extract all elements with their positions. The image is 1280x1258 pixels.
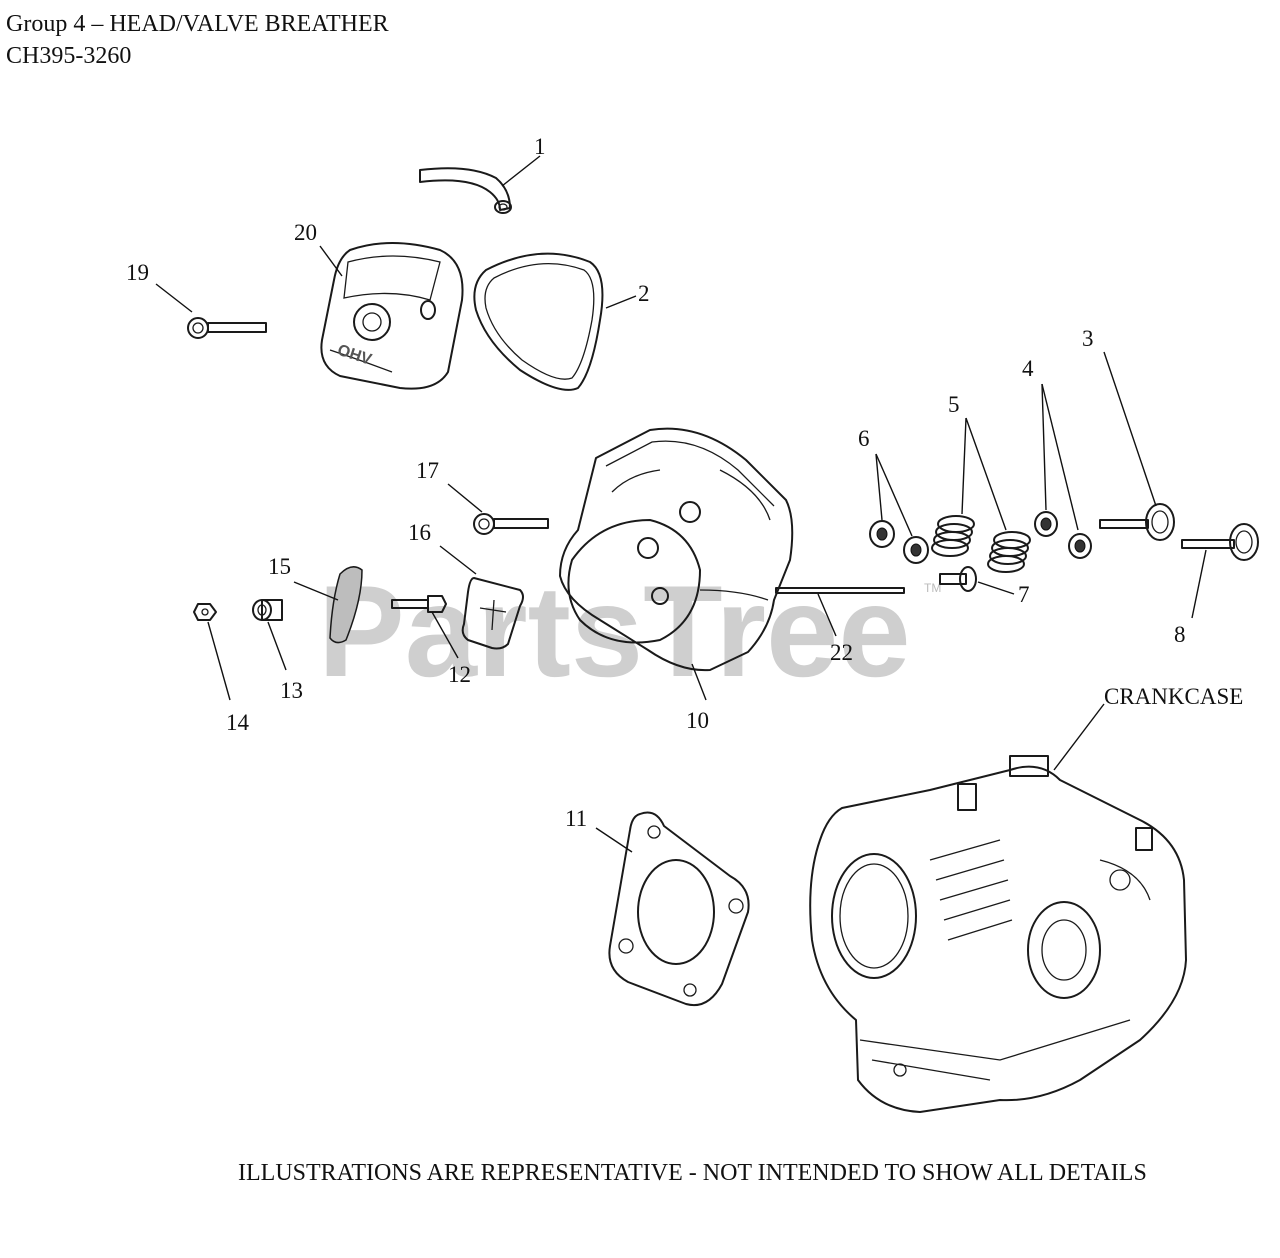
- callout-17[interactable]: 17: [416, 458, 439, 483]
- part-6-valve-caps[interactable]: [869, 520, 929, 564]
- callout-10[interactable]: 10: [686, 708, 709, 733]
- callout-12[interactable]: 12: [448, 662, 471, 687]
- callout-crankcase[interactable]: CRANKCASE: [1104, 684, 1243, 709]
- callout-13[interactable]: 13: [280, 678, 303, 703]
- part-20-rocker-cover[interactable]: OHV: [320, 242, 464, 390]
- callout-4[interactable]: 4: [1022, 356, 1034, 381]
- group-title: Group 4 – HEAD/VALVE BREATHER: [6, 11, 389, 37]
- part-16-guide-plate[interactable]: [461, 577, 524, 650]
- callout-labels: 1 2 3 4 5 6 7 8 10 11 12 13 14 15 16 17 …: [126, 134, 1243, 831]
- callout-19[interactable]: 19: [126, 260, 149, 285]
- part-10-cylinder-head[interactable]: [559, 427, 794, 672]
- cover-ohv-logo: OHV: [335, 342, 374, 369]
- callout-15[interactable]: 15: [268, 554, 291, 579]
- callout-5[interactable]: 5: [948, 392, 960, 417]
- callout-8[interactable]: 8: [1174, 622, 1186, 647]
- part-3-intake-valve[interactable]: [1099, 503, 1175, 541]
- callout-3[interactable]: 3: [1082, 326, 1094, 351]
- part-12-rocker-stud[interactable]: [391, 595, 447, 613]
- callout-7[interactable]: 7: [1018, 582, 1030, 607]
- part-8-exhaust-valve[interactable]: [1181, 523, 1259, 561]
- part-17-stud[interactable]: [473, 513, 549, 535]
- callout-14[interactable]: 14: [226, 710, 250, 735]
- part-22-push-rod[interactable]: [775, 587, 905, 594]
- callout-20[interactable]: 20: [294, 220, 317, 245]
- callout-6[interactable]: 6: [858, 426, 870, 451]
- part-5-valve-springs[interactable]: [931, 515, 1031, 573]
- part-15-rocker-arm[interactable]: [329, 566, 363, 644]
- watermark-tm: TM: [924, 581, 941, 595]
- leader-lines: [155, 155, 1207, 853]
- callout-2[interactable]: 2: [638, 281, 650, 306]
- callout-22[interactable]: 22: [830, 640, 853, 665]
- part-13-pivot[interactable]: [252, 599, 283, 621]
- crankcase[interactable]: [809, 755, 1187, 1113]
- part-7-tappet[interactable]: [939, 566, 977, 592]
- footer-disclaimer: ILLUSTRATIONS ARE REPRESENTATIVE - NOT I…: [238, 1160, 1147, 1186]
- callout-11[interactable]: 11: [565, 806, 587, 831]
- part-1-breather-hose[interactable]: [419, 167, 512, 214]
- part-4-spring-retainers[interactable]: [1034, 511, 1092, 559]
- part-11-head-gasket[interactable]: [608, 811, 750, 1006]
- diagram-header: Group 4 – HEAD/VALVE BREATHER CH395-3260: [6, 8, 389, 72]
- callout-16[interactable]: 16: [408, 520, 431, 545]
- part-2-cover-gasket[interactable]: [473, 252, 604, 391]
- model-number: CH395-3260: [6, 43, 132, 69]
- callout-1[interactable]: 1: [534, 134, 546, 159]
- part-19-cover-bolt[interactable]: [187, 317, 267, 339]
- watermark: PartsTree: [318, 558, 911, 704]
- part-14-nut[interactable]: [193, 603, 217, 621]
